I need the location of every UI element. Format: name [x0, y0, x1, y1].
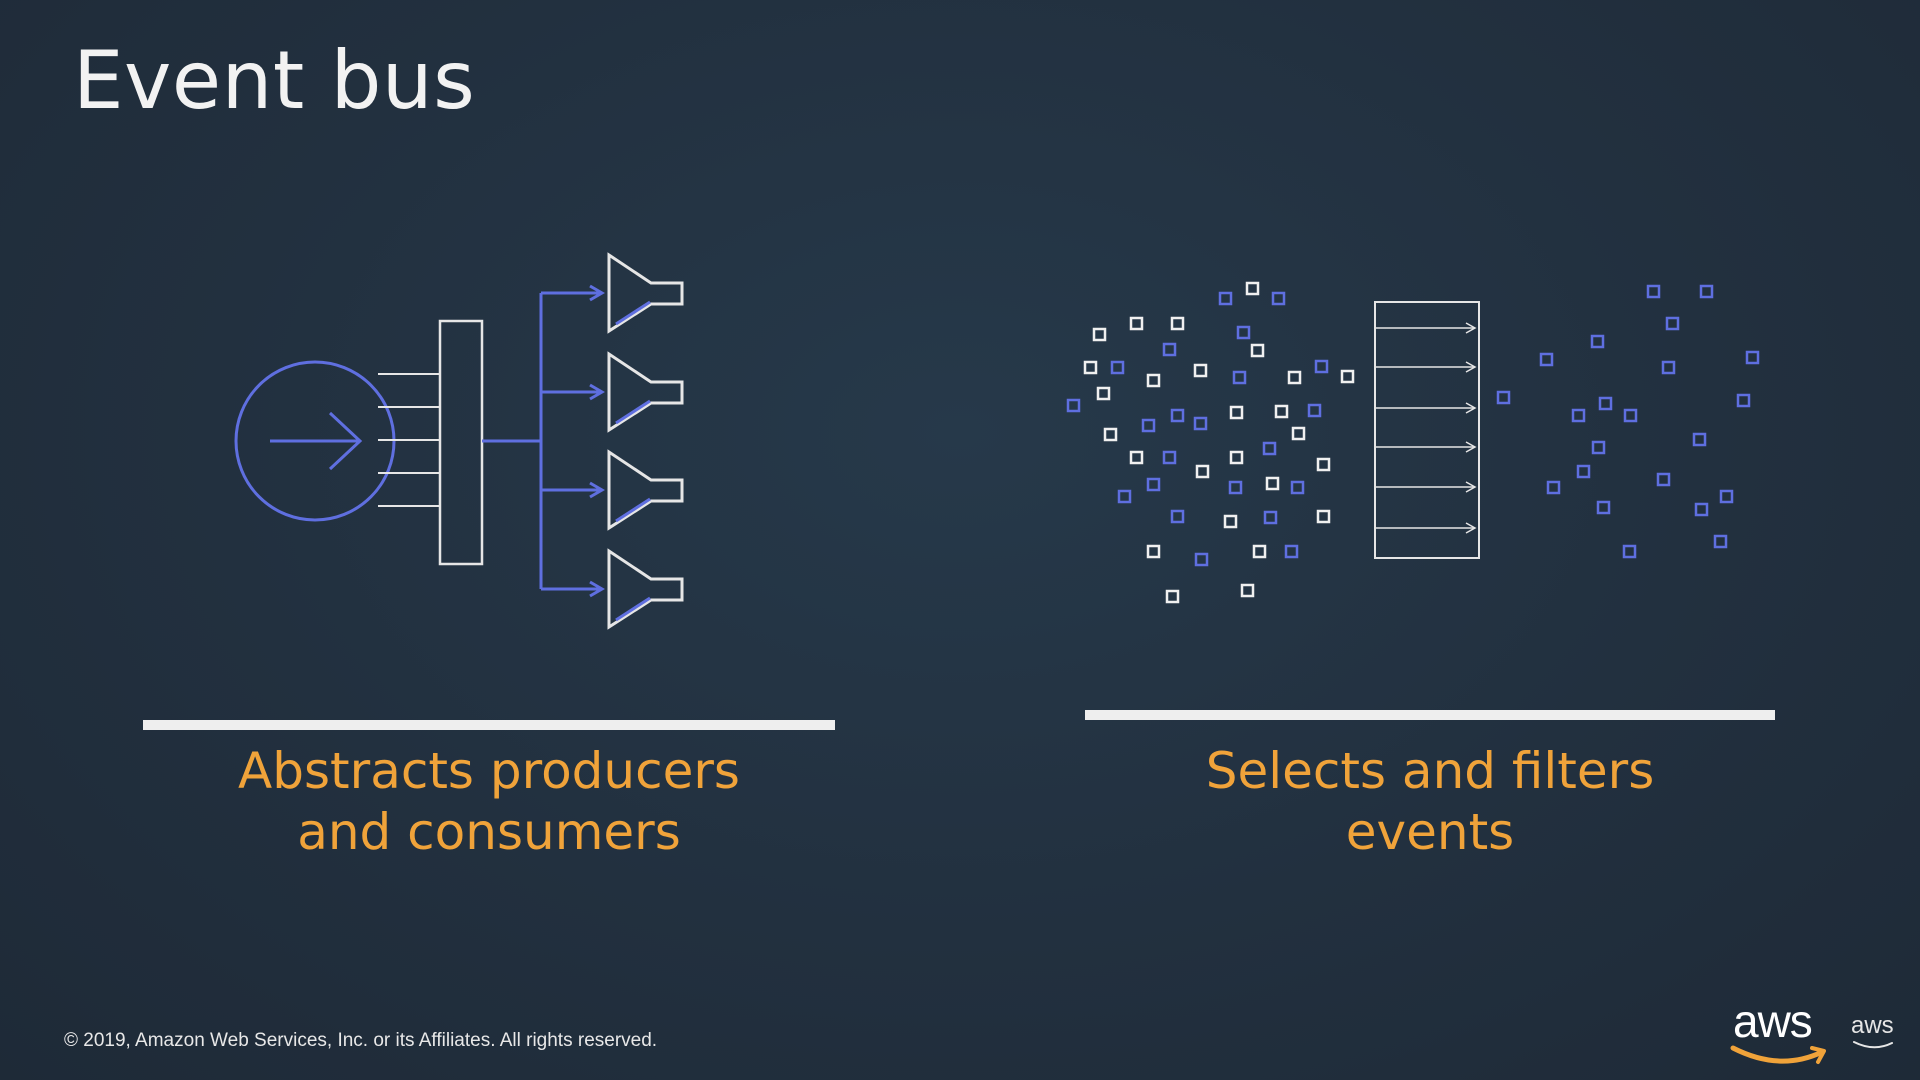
event-square-icon [1195, 464, 1210, 479]
event-square-icon [1146, 544, 1161, 559]
event-square-icon [1236, 325, 1251, 340]
event-square-icon [1162, 342, 1177, 357]
event-square-icon [1170, 408, 1185, 423]
event-square-icon [1598, 396, 1613, 411]
event-square-icon [1170, 316, 1185, 331]
copyright-notice: © 2019, Amazon Web Services, Inc. or its… [64, 1030, 658, 1051]
aws-small-logo: aws [1851, 1012, 1894, 1039]
event-square-icon [1245, 281, 1260, 296]
incoming-events [1066, 281, 1355, 604]
event-square-icon [1103, 427, 1118, 442]
funnel-icon [607, 252, 684, 334]
event-square-icon [1165, 589, 1180, 604]
event-square-icon [1623, 408, 1638, 423]
event-square-icon [1274, 404, 1289, 419]
event-square-icon [1661, 360, 1676, 375]
producer-arrow-circle-icon [234, 360, 396, 522]
left-divider [143, 720, 835, 730]
right-divider [1085, 710, 1775, 720]
event-bus-box [438, 319, 484, 566]
event-square-icon [1316, 509, 1331, 524]
consumer-funnel-icons [607, 252, 684, 630]
event-square-icon [1271, 291, 1286, 306]
event-square-icon [1129, 450, 1144, 465]
event-square-icon [1129, 316, 1144, 331]
event-square-icon [1291, 426, 1306, 441]
event-square-icon [1083, 360, 1098, 375]
event-square-icon [1692, 432, 1707, 447]
event-square-icon [1232, 370, 1247, 385]
event-square-icon [1193, 416, 1208, 431]
event-square-icon [1665, 316, 1680, 331]
event-square-icon [1496, 390, 1511, 405]
funnel-icon [607, 351, 684, 433]
event-square-icon [1223, 514, 1238, 529]
event-square-icon [1699, 284, 1714, 299]
event-square-icon [1340, 369, 1355, 384]
event-square-icon [1265, 476, 1280, 491]
event-square-icon [1092, 327, 1107, 342]
event-square-icon [1229, 450, 1244, 465]
event-square-icon [1117, 489, 1132, 504]
event-square-icon [1745, 350, 1760, 365]
event-square-icon [1263, 510, 1278, 525]
event-square-icon [1546, 480, 1561, 495]
filter-box-icon [1374, 301, 1480, 559]
right-caption: Selects and filters events [1085, 741, 1775, 863]
left-caption-line2: and consumers [297, 803, 681, 861]
routing-lines [482, 284, 605, 598]
event-square-icon [1284, 544, 1299, 559]
event-square-icon [1228, 480, 1243, 495]
event-square-icon [1218, 291, 1233, 306]
event-square-icon [1656, 472, 1671, 487]
event-square-icon [1146, 477, 1161, 492]
event-square-icon [1646, 284, 1661, 299]
event-square-icon [1262, 441, 1277, 456]
event-square-icon [1307, 403, 1322, 418]
funnel-icon [607, 449, 684, 531]
aws-smile-icon [1730, 1045, 1826, 1064]
event-square-icon [1591, 440, 1606, 455]
filtered-events [1496, 284, 1760, 559]
funnel-icon [607, 548, 684, 630]
event-square-icon [1229, 405, 1244, 420]
event-square-icon [1596, 500, 1611, 515]
event-square-icon [1694, 502, 1709, 517]
event-square-icon [1240, 583, 1255, 598]
event-square-icon [1576, 464, 1591, 479]
event-square-icon [1622, 544, 1637, 559]
event-square-icon [1719, 489, 1734, 504]
aws-logo: aws [1733, 995, 1813, 1047]
event-square-icon [1736, 393, 1751, 408]
input-lines [378, 373, 440, 507]
event-square-icon [1287, 370, 1302, 385]
left-caption: Abstracts producers and consumers [143, 741, 835, 863]
event-square-icon [1146, 373, 1161, 388]
event-square-icon [1170, 509, 1185, 524]
aws-small-smile-icon [1853, 1041, 1893, 1049]
event-square-icon [1252, 544, 1267, 559]
event-square-icon [1539, 352, 1554, 367]
slide-title: Event bus [73, 34, 476, 127]
event-square-icon [1571, 408, 1586, 423]
event-square-icon [1316, 457, 1331, 472]
event-square-icon [1066, 398, 1081, 413]
event-square-icon [1193, 363, 1208, 378]
event-square-icon [1290, 480, 1305, 495]
event-square-icon [1713, 534, 1728, 549]
event-square-icon [1194, 552, 1209, 567]
event-square-icon [1162, 450, 1177, 465]
event-square-icon [1141, 418, 1156, 433]
event-square-icon [1250, 343, 1265, 358]
event-square-icon [1110, 360, 1125, 375]
event-square-icon [1096, 386, 1111, 401]
right-caption-line1: Selects and filters [1205, 742, 1655, 800]
event-square-icon [1590, 334, 1605, 349]
event-square-icon [1314, 359, 1329, 374]
right-caption-line2: events [1345, 803, 1515, 861]
left-caption-line1: Abstracts producers [238, 742, 740, 800]
